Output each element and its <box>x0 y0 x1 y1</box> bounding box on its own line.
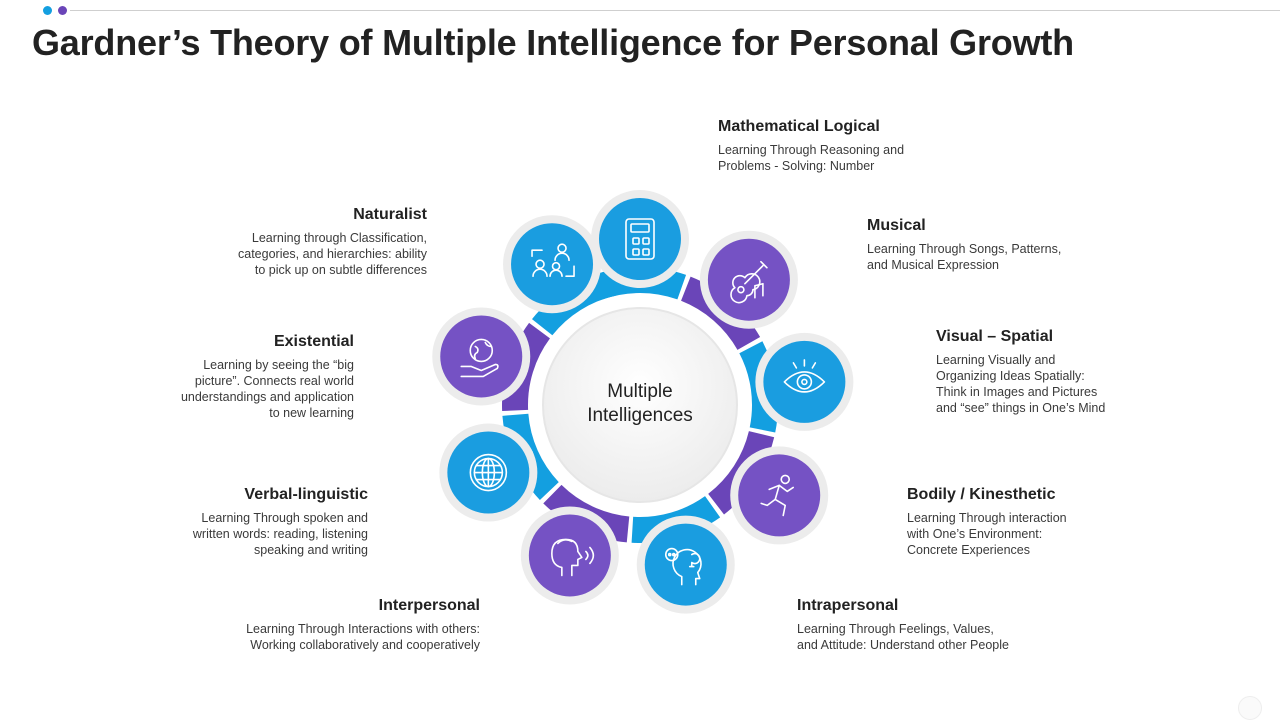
item-intrapersonal: Intrapersonal Learning Through Feelings,… <box>797 597 1009 653</box>
item-description: Learning Through spoken and written word… <box>193 510 368 558</box>
desc-line: Problems - Solving: Number <box>718 159 875 173</box>
desc-line: picture”. Connects real world <box>194 374 354 388</box>
item-description: Learning Visually and Organizing Ideas S… <box>936 352 1105 416</box>
head-thought-icon <box>664 547 702 586</box>
desc-line: Working collaboratively and cooperativel… <box>250 638 480 652</box>
desc-line: speaking and writing <box>254 543 368 557</box>
center-label-line-1: Multiple <box>607 381 673 402</box>
running-person-icon <box>760 474 795 517</box>
item-mathematical-logical: Mathematical Logical Learning Through Re… <box>718 118 904 174</box>
center-circle <box>542 307 738 503</box>
desc-line: Learning Visually and <box>936 353 1056 367</box>
item-heading: Visual – Spatial <box>936 328 1054 345</box>
center-label-line-2: Intelligences <box>587 405 693 426</box>
desc-line: Learning Through interaction <box>907 511 1067 525</box>
badge-circle-03 <box>763 340 846 423</box>
item-naturalist: Naturalist Learning through Classificati… <box>238 206 427 278</box>
item-heading: Mathematical Logical <box>718 118 880 135</box>
accent-dot-blue <box>43 6 52 15</box>
item-heading: Naturalist <box>353 206 427 223</box>
desc-line: Concrete Experiences <box>907 543 1030 557</box>
item-heading: Musical <box>867 217 926 234</box>
desc-line: understandings and application <box>180 390 354 404</box>
badge-circle-06 <box>528 514 611 597</box>
calculator-icon <box>625 218 655 260</box>
desc-line: to pick up on subtle differences <box>254 263 427 277</box>
item-musical: Musical Learning Through Songs, Patterns… <box>867 217 1061 273</box>
item-bodily-kinesthetic: Bodily / Kinesthetic Learning Through in… <box>907 486 1067 558</box>
desc-line: categories, and hierarchies: ability <box>238 247 427 261</box>
hand-globe-icon <box>460 338 499 378</box>
desc-line: Learning Through spoken and <box>201 511 368 525</box>
item-heading: Existential <box>273 333 354 350</box>
desc-line: Think in Images and Pictures <box>936 385 1098 399</box>
item-description: Learning through Classification, categor… <box>238 230 427 278</box>
item-heading: Intrapersonal <box>797 597 899 614</box>
item-heading: Bodily / Kinesthetic <box>907 486 1056 503</box>
item-description: Learning Through interaction with One’s … <box>907 510 1067 558</box>
people-network-icon <box>531 243 575 278</box>
item-visual-spatial: Visual – Spatial Learning Visually and O… <box>936 328 1105 416</box>
badge-circle-05 <box>644 523 727 606</box>
badge-circle-04 <box>738 454 821 537</box>
desc-line: written words: reading, listening <box>192 527 368 541</box>
desc-line: Learning Through Reasoning and <box>718 143 905 157</box>
item-description: Learning Through Interactions with other… <box>246 621 480 653</box>
desc-line: Learning by seeing the “big <box>203 358 354 372</box>
desc-line: with One’s Environment: <box>907 527 1043 541</box>
accent-dot-purple <box>58 6 67 15</box>
desc-line: Learning Through Interactions with other… <box>246 622 480 636</box>
center-label: Multiple Intelligences <box>560 380 720 428</box>
desc-line: Organizing Ideas Spatially: <box>936 369 1085 383</box>
desc-line: Learning Through Feelings, Values, <box>797 622 994 636</box>
item-heading: Verbal-linguistic <box>244 486 368 503</box>
badge-circle-09 <box>511 223 594 306</box>
eye-icon <box>783 359 826 393</box>
badge-circle-01 <box>599 198 681 280</box>
top-divider-line <box>70 10 1280 11</box>
badge-circle-08 <box>440 315 523 398</box>
item-heading: Interpersonal <box>378 597 480 614</box>
desc-line: and Musical Expression <box>867 258 1000 272</box>
item-existential: Existential Learning by seeing the “big … <box>181 333 354 421</box>
desc-line: Learning Through Songs, Patterns, <box>867 242 1062 256</box>
item-description: Learning Through Songs, Patterns, and Mu… <box>867 241 1061 273</box>
item-description: Learning Through Feelings, Values, and A… <box>797 621 1009 653</box>
desc-line: and Attitude: Understand other People <box>797 638 1009 652</box>
item-description: Learning Through Reasoning and Problems … <box>718 142 904 174</box>
item-verbal-linguistic: Verbal-linguistic Learning Through spoke… <box>193 486 368 558</box>
page-title: Gardner’s Theory of Multiple Intelligenc… <box>32 22 1074 63</box>
speaking-head-icon <box>551 538 595 577</box>
desc-line: and “see” things in One’s Mind <box>936 401 1106 415</box>
item-interpersonal: Interpersonal Learning Through Interacti… <box>246 597 480 653</box>
guitar-icon <box>730 260 768 304</box>
desc-line: Learning through Classification, <box>251 231 427 245</box>
desc-line: to new learning <box>269 406 354 420</box>
globe-icon <box>469 453 508 492</box>
corner-decoration <box>1238 696 1262 720</box>
item-description: Learning by seeing the “big picture”. Co… <box>181 357 354 421</box>
